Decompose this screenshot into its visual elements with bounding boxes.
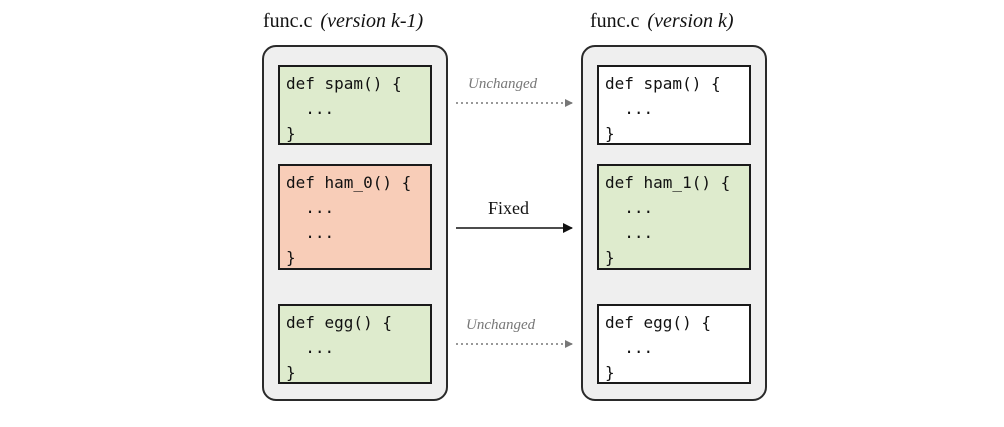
right-spam-block: def spam() { ... } [597, 65, 751, 145]
code-line: ... [605, 99, 654, 118]
code-line: def egg() { [605, 313, 711, 332]
right-egg-block: def egg() { ... } [597, 304, 751, 384]
code-line: ... [286, 99, 335, 118]
code-line: ... [605, 198, 654, 217]
right-file-name: func.c [590, 10, 640, 32]
right-ham-block: def ham_1() { ... ... } [597, 164, 751, 270]
code-line: ... [605, 338, 654, 357]
code-line: } [286, 363, 296, 382]
right-file-title: func.c (version k) [590, 10, 734, 33]
code-line: def spam() { [605, 74, 721, 93]
fixed-label: Fixed [488, 198, 530, 218]
code-line: ... [605, 223, 654, 242]
left-file-name: func.c [263, 10, 313, 32]
code-line: } [286, 248, 296, 267]
code-line: ... [286, 338, 335, 357]
code-line: def ham_0() { [286, 173, 412, 192]
unchanged-label-top: Unchanged [468, 76, 538, 92]
left-ham-block: def ham_0() { ... ... } [278, 164, 432, 270]
left-version-label: (version k-1) [320, 10, 424, 32]
code-line: } [605, 248, 615, 267]
unchanged-label-bottom: Unchanged [466, 317, 536, 333]
left-file-title: func.c (version k-1) [263, 10, 423, 33]
right-version-label: (version k) [647, 10, 734, 32]
code-line: } [605, 124, 615, 143]
code-line: def ham_1() { [605, 173, 731, 192]
code-line: } [286, 124, 296, 143]
code-line: ... [286, 223, 335, 242]
code-line: } [605, 363, 615, 382]
right-file-panel: def spam() { ... } def ham_1() { ... ...… [581, 45, 767, 401]
left-egg-block: def egg() { ... } [278, 304, 432, 384]
code-line: def spam() { [286, 74, 402, 93]
code-line: ... [286, 198, 335, 217]
left-file-panel: def spam() { ... } def ham_0() { ... ...… [262, 45, 448, 401]
code-line: def egg() { [286, 313, 392, 332]
left-spam-block: def spam() { ... } [278, 65, 432, 145]
